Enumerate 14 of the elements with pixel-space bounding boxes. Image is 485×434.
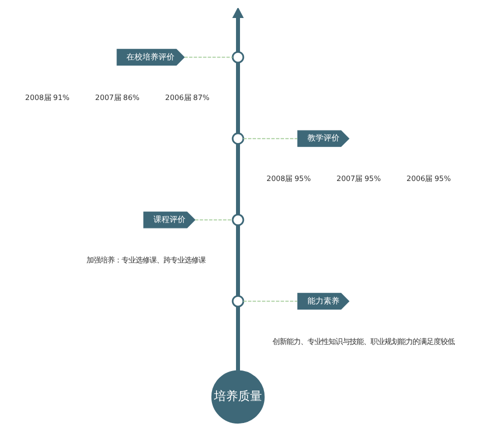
connector <box>236 144 240 214</box>
connector <box>242 300 298 302</box>
connector <box>236 306 240 370</box>
arrow <box>232 8 244 52</box>
connector <box>236 225 240 296</box>
connector <box>236 62 240 134</box>
connector <box>242 138 298 140</box>
node-circle: 培养质量 <box>210 370 264 424</box>
node-circle <box>231 214 244 226</box>
connector <box>183 56 233 58</box>
node-circle <box>231 51 244 64</box>
node-circle <box>231 295 244 308</box>
node-circle <box>231 132 244 145</box>
connector <box>194 219 233 220</box>
